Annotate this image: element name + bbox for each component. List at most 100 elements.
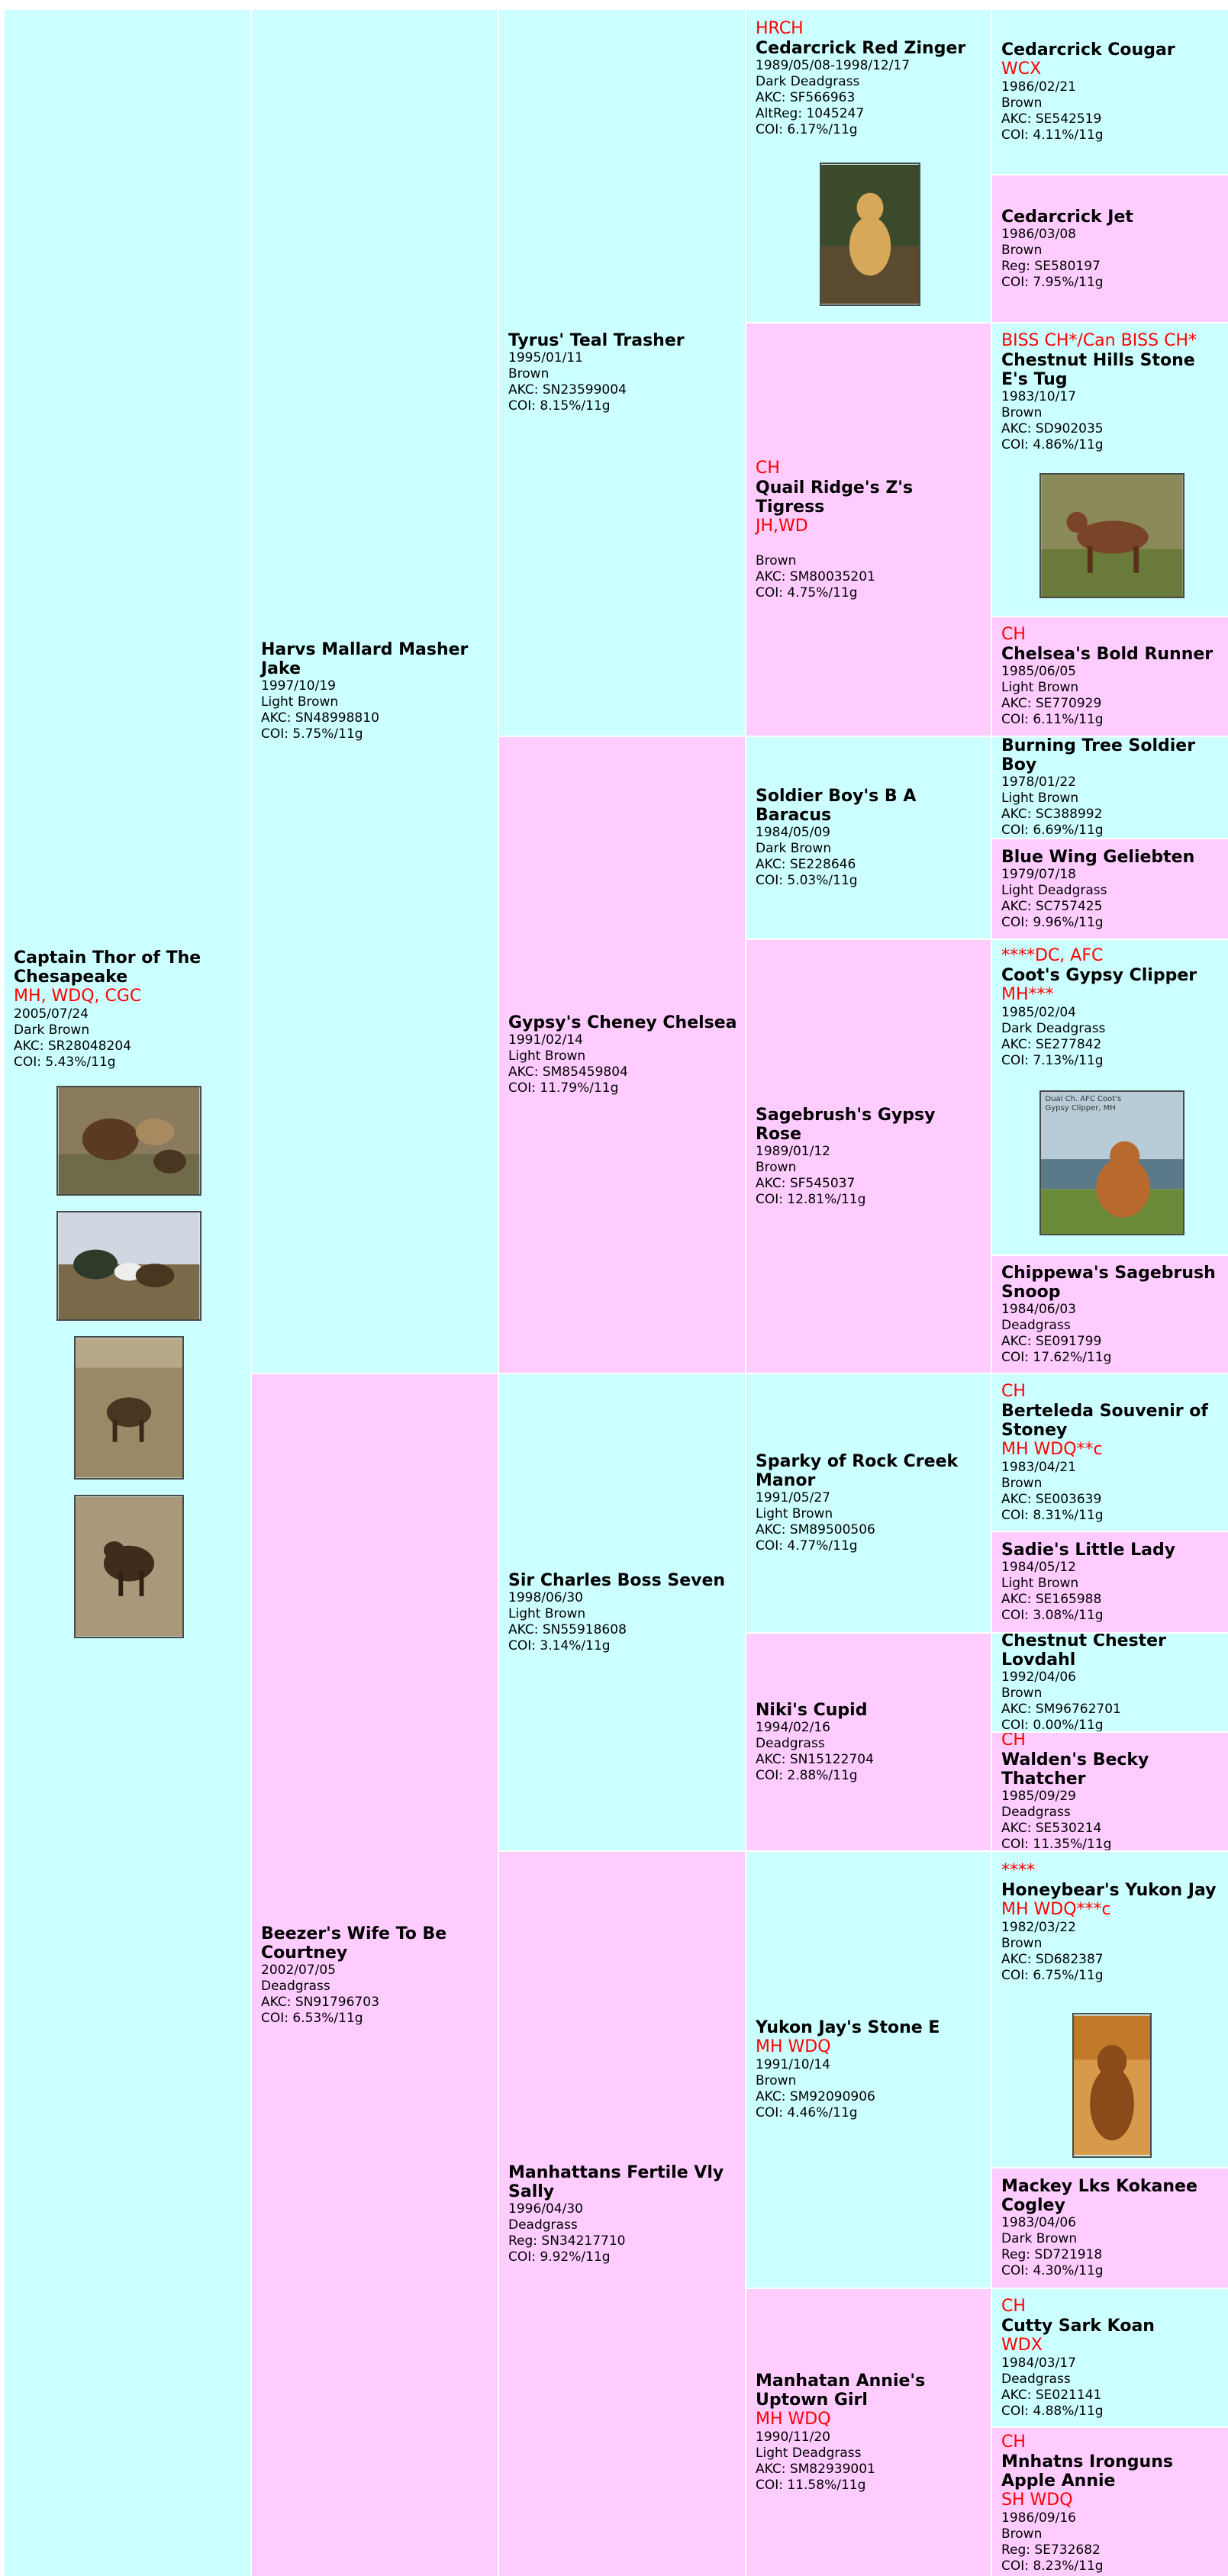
ancestor-prefix-title: BISS CH*/Can BISS CH* [1001, 331, 1197, 350]
ancestor-name[interactable]: Quail Ridge's Z's Tigress [756, 478, 914, 517]
dog-photo-icon[interactable]: Dual Ch. AFC Coot's Gypsy Clipper, MH [1039, 1090, 1184, 1235]
ancestor-name[interactable]: Gypsy's Cheney Chelsea [508, 1013, 737, 1032]
ancestor-coi: COI: 6.69%/11g [1001, 823, 1104, 838]
ancestor-suffix-title: WDX [1001, 2335, 1043, 2355]
ancestor-coi: COI: 5.03%/11g [756, 873, 858, 888]
ancestor-name[interactable]: Niki's Cupid [756, 1700, 868, 1720]
ancestor-dob: 1996/04/30 [508, 2201, 583, 2217]
ancestor-reg: AKC: SE021141 [1001, 2387, 1102, 2403]
ancestor-name[interactable]: Mackey Lks Kokanee Cogley [1001, 2177, 1197, 2215]
subject-coi: COI: 5.43%/11g [14, 1054, 116, 1070]
ancestor-color: Deadgrass [1001, 1317, 1071, 1333]
ancestor-cell-dddd: CH Mnhatns Ironguns Apple Annie SH WDQ 1… [992, 2428, 1228, 2576]
ancestor-name[interactable]: Walden's Becky Thatcher [1001, 1750, 1149, 1789]
ancestor-cell-sdsd: Blue Wing Geliebten 1979/07/18 Light Dea… [992, 839, 1228, 939]
ancestor-name[interactable]: Burning Tree Soldier Boy [1001, 737, 1196, 774]
ancestor-coi: COI: 0.00%/11g [1001, 1718, 1104, 1731]
ancestor-reg: AKC: SM89500506 [756, 1522, 875, 1538]
subject-titles: MH, WDQ, CGC [14, 986, 142, 1006]
ancestor-color: Dark Brown [1001, 2231, 1078, 2246]
ancestor-name[interactable]: Honeybear's Yukon Jay [1001, 1881, 1217, 1900]
ancestor-name[interactable]: Sadie's Little Lady [1001, 1541, 1176, 1560]
ancestor-reg: AKC: SE277842 [1001, 1037, 1102, 1052]
ancestor-name[interactable]: Coot's Gypsy Clipper [1001, 966, 1197, 985]
ancestor-cell-dss: Sparky of Rock Creek Manor 1991/05/27 Li… [746, 1374, 991, 1632]
ancestor-name[interactable]: Tyrus' Teal Trasher [508, 331, 685, 350]
ancestor-name[interactable]: Cedarcrick Jet [1001, 207, 1133, 227]
ancestor-dob: 1985/06/05 [1001, 664, 1076, 679]
ancestor-coi: COI: 4.77%/11g [756, 1538, 858, 1554]
ancestor-name[interactable]: Sparky of Rock Creek Manor [756, 1452, 959, 1490]
ancestor-color: Light Deadgrass [756, 2446, 862, 2461]
ancestor-name[interactable]: Yukon Jay's Stone E [756, 2018, 940, 2037]
ancestor-coi: COI: 11.79%/11g [508, 1080, 619, 1096]
ancestor-cell-dd: Manhattans Fertile Vly Sally 1996/04/30 … [499, 1852, 745, 2576]
dog-photo-icon[interactable] [820, 163, 920, 306]
ancestor-color: Brown [756, 2073, 797, 2088]
ancestor-reg: AKC: SC757425 [1001, 898, 1103, 914]
ancestor-dob: 1986/09/16 [1001, 2510, 1076, 2526]
ancestor-color: Brown [1001, 2526, 1043, 2542]
ancestor-reg: AKC: SM92090906 [756, 2089, 875, 2104]
ancestor-reg: AKC: SD682387 [1001, 1952, 1104, 1967]
dog-photo-icon[interactable] [1039, 473, 1184, 598]
ancestor-dob: 1985/02/04 [1001, 1005, 1076, 1020]
ancestor-name[interactable]: Chelsea's Bold Runner [1001, 645, 1213, 664]
ancestor-reg: AKC: SE228646 [756, 857, 856, 872]
ancestor-name[interactable]: Blue Wing Geliebten [1001, 847, 1195, 867]
ancestor-name[interactable]: Manhatan Annie's Uptown Girl [756, 2372, 926, 2410]
subject-name[interactable]: Captain Thor of The Chesapeake [14, 948, 201, 987]
ancestor-prefix-title: CH [1001, 1381, 1026, 1401]
ancestor-name[interactable]: Cutty Sark Koan [1001, 2316, 1155, 2336]
ancestor-prefix-title: CH [1001, 2433, 1026, 2452]
dog-photo-icon[interactable] [74, 1335, 184, 1480]
ancestor-reg: AKC: SE542519 [1001, 111, 1102, 127]
dam-dob: 2002/07/05 [261, 1962, 336, 1978]
subject-reg: AKC: SR28048204 [14, 1038, 131, 1054]
ancestor-cell-sdd: Sagebrush's Gypsy Rose 1989/01/12 Brown … [746, 940, 991, 1373]
ancestor-name[interactable]: Chestnut Chester Lovdahl [1001, 1634, 1166, 1670]
ancestor-name[interactable]: Manhattans Fertile Vly Sally [508, 2162, 724, 2201]
ancestor-name[interactable]: Chestnut Hills Stone E's Tug [1001, 351, 1195, 389]
dog-photo-icon[interactable] [74, 1494, 184, 1638]
ancestor-cell-ssss: Cedarcrick Cougar WCX 1986/02/21 Brown A… [992, 10, 1228, 174]
ancestor-cell-ddss: **** Honeybear's Yukon Jay MH WDQ***c 19… [992, 1852, 1228, 2167]
dog-photo-icon[interactable] [56, 1210, 201, 1321]
ancestor-reg: AKC: SE003639 [1001, 1491, 1102, 1507]
ancestor-color: Light Brown [1001, 1576, 1079, 1591]
ancestor-color: Brown [1001, 1936, 1043, 1951]
ancestor-color: Light Deadgrass [1001, 882, 1107, 898]
ancestor-name[interactable]: Soldier Boy's B A Baracus [756, 787, 917, 825]
ancestor-cell-sd: Gypsy's Cheney Chelsea 1991/02/14 Light … [499, 737, 745, 1373]
ancestor-reg: AKC: SM82939001 [756, 2462, 875, 2477]
ancestor-reg: AKC: SM85459804 [508, 1064, 628, 1080]
sire-cell: Harvs Mallard Masher Jake 1997/10/19 Lig… [252, 10, 498, 1373]
dam-name[interactable]: Beezer's Wife To Be Courtney [261, 1924, 447, 1963]
ancestor-cell-sdss: Burning Tree Soldier Boy 1978/01/22 Ligh… [992, 737, 1228, 838]
ancestor-name[interactable]: Cedarcrick Cougar [1001, 40, 1175, 60]
sire-name[interactable]: Harvs Mallard Masher Jake [261, 640, 469, 678]
dog-photo-icon[interactable] [1072, 2013, 1152, 2158]
sire-coi: COI: 5.75%/11g [261, 726, 363, 742]
ancestor-name[interactable]: Berteleda Souvenir of Stoney [1001, 1401, 1208, 1440]
ancestor-color: Brown [1001, 1475, 1043, 1491]
ancestor-color: Brown [508, 366, 550, 382]
ancestor-name[interactable]: Sagebrush's Gypsy Rose [756, 1105, 936, 1144]
ancestor-dob: 1978/01/22 [1001, 774, 1076, 790]
ancestor-coi: COI: 4.11%/11g [1001, 127, 1104, 143]
photo-caption: Dual Ch. AFC Coot's Gypsy Clipper, MH [1045, 1095, 1122, 1113]
ancestor-dob: 1986/03/08 [1001, 226, 1076, 242]
ancestor-cell-ddd: Manhatan Annie's Uptown Girl MH WDQ 1990… [746, 2289, 991, 2576]
ancestor-name[interactable]: Cedarcrick Red Zinger [756, 39, 966, 58]
ancestor-name[interactable]: Chippewa's Sagebrush Snoop [1001, 1263, 1216, 1302]
ancestor-coi: COI: 6.11%/11g [1001, 712, 1104, 727]
ancestor-prefix-title: CH [756, 458, 780, 478]
ancestor-dob: 1984/03/17 [1001, 2355, 1076, 2371]
ancestor-cell-dsds: Chestnut Chester Lovdahl 1992/04/06 Brow… [992, 1634, 1228, 1731]
ancestor-cell-sddd: Chippewa's Sagebrush Snoop 1984/06/03 De… [992, 1256, 1228, 1373]
ancestor-dob: 1983/10/17 [1001, 389, 1076, 404]
ancestor-dob: 1984/05/12 [1001, 1560, 1076, 1575]
dog-photo-icon[interactable] [56, 1085, 201, 1196]
ancestor-name[interactable]: Sir Charles Boss Seven [508, 1570, 726, 1590]
ancestor-name[interactable]: Mnhatns Ironguns Apple Annie [1001, 2452, 1173, 2491]
